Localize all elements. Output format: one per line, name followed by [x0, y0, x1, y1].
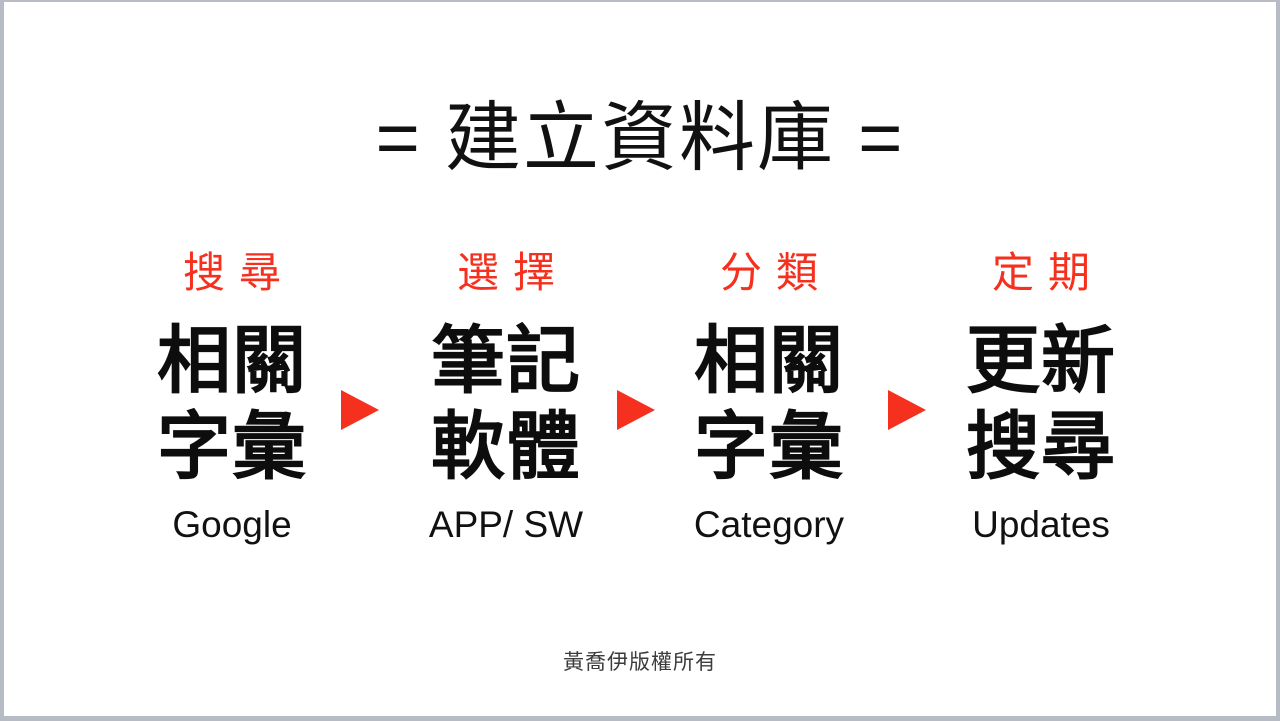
copyright-notice: 黃喬伊版權所有 [563, 651, 717, 674]
step-update: 定期 更新搜尋 Updates [911, 249, 1171, 546]
step-keyword-line1: 相關 [157, 319, 307, 403]
step-keyword-line2: 軟體 [431, 405, 581, 489]
step-categorize: 分類 相關字彙 Category [639, 249, 899, 546]
step-subtitle: Category [693, 503, 845, 545]
step-keyword: 筆記軟體 [376, 318, 636, 490]
triangle-right-arrow-icon [341, 390, 379, 430]
step-subtitle: Updates [972, 503, 1110, 545]
slide-title: = 建立資料庫 = [375, 96, 905, 181]
step-keyword: 相關字彙 [639, 318, 899, 490]
triangle-right-arrow-icon [617, 390, 655, 430]
step-label: 選擇 [456, 249, 569, 296]
step-label: 定期 [991, 249, 1104, 296]
step-keyword-line1: 筆記 [431, 319, 581, 403]
triangle-right-arrow-icon [888, 390, 926, 430]
step-subtitle: Google [172, 503, 292, 545]
step-label: 分類 [719, 249, 832, 296]
step-subtitle: APP/ SW [428, 503, 584, 545]
step-keyword-line2: 字彙 [694, 405, 844, 489]
step-keyword-line2: 搜尋 [966, 405, 1116, 489]
step-keyword: 更新搜尋 [911, 318, 1171, 490]
step-keyword-line1: 相關 [694, 319, 844, 403]
step-keyword-line1: 更新 [966, 319, 1116, 403]
step-choose: 選擇 筆記軟體 APP/ SW [376, 249, 636, 546]
step-label: 搜尋 [182, 249, 295, 296]
step-keyword-line2: 字彙 [157, 405, 307, 489]
step-search: 搜尋 相關字彙 Google [102, 249, 362, 546]
step-keyword: 相關字彙 [102, 318, 362, 490]
